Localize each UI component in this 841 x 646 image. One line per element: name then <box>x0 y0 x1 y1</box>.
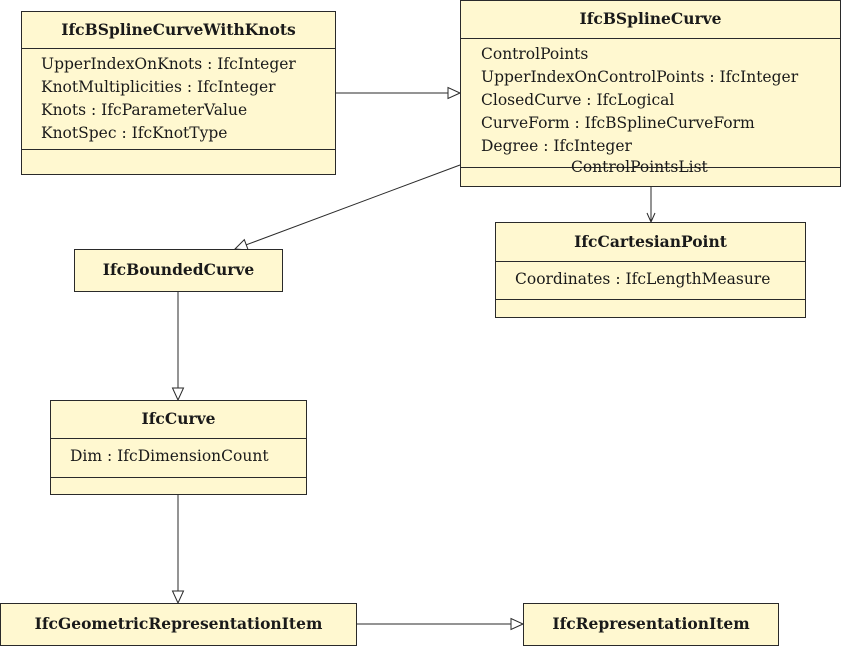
operations-compartment <box>496 299 805 318</box>
class-ifcbsplinecurve[interactable]: IfcBSplineCurve ControlPoints UpperIndex… <box>460 0 841 187</box>
generalization-arrowhead <box>171 590 185 605</box>
class-name: IfcBSplineCurve <box>579 9 722 28</box>
edge-bspline-with-knots-to-bspline-curve <box>336 86 462 100</box>
attribute-list: Dim : IfcDimensionCount <box>51 438 306 477</box>
operations-compartment <box>22 149 335 175</box>
edge-curve-to-geometric-representation-item <box>171 495 185 605</box>
class-name: IfcCartesianPoint <box>574 232 727 251</box>
attribute-list: UpperIndexOnKnots : IfcInteger KnotMulti… <box>22 48 335 149</box>
edge-bounded-curve-to-curve <box>171 292 185 402</box>
attribute: ClosedCurve : IfcLogical <box>481 91 675 109</box>
attribute: Degree : IfcInteger <box>481 137 632 155</box>
class-name: IfcCurve <box>141 409 216 428</box>
attribute: UpperIndexOnControlPoints : IfcInteger <box>481 68 799 86</box>
attribute-list: Coordinates : IfcLengthMeasure <box>496 261 805 299</box>
attribute: Dim : IfcDimensionCount <box>70 447 269 465</box>
class-name: IfcRepresentationItem <box>552 614 750 633</box>
attribute: UpperIndexOnKnots : IfcInteger <box>41 55 296 73</box>
edge-bspline-curve-to-cartesian-point <box>646 187 656 224</box>
association-label-controlpointslist: ControlPointsList <box>571 158 708 176</box>
class-ifcgeometricrepresentationitem[interactable]: IfcGeometricRepresentationItem <box>0 603 357 646</box>
edge-line <box>246 164 461 246</box>
class-name: IfcGeometricRepresentationItem <box>34 614 323 633</box>
operations-compartment <box>461 167 840 187</box>
class-name: IfcBSplineCurveWithKnots <box>61 20 296 39</box>
class-ifcrepresentationitem[interactable]: IfcRepresentationItem <box>523 603 779 646</box>
operations-compartment <box>51 477 306 495</box>
edge-bspline-curve-to-bounded-curve <box>233 164 461 251</box>
attribute: KnotMultiplicities : IfcInteger <box>41 78 276 96</box>
generalization-arrowhead <box>510 617 525 631</box>
attribute: Knots : IfcParameterValue <box>41 101 248 119</box>
generalization-arrowhead <box>447 86 462 100</box>
attribute: KnotSpec : IfcKnotType <box>41 124 228 142</box>
attribute: Coordinates : IfcLengthMeasure <box>515 270 771 288</box>
attribute: ControlPoints <box>481 45 589 63</box>
edge-geometric-representation-item-to-representation-item <box>357 617 525 631</box>
class-ifcboundedcurve[interactable]: IfcBoundedCurve <box>74 249 283 292</box>
class-ifcbsplinecurvewithknots[interactable]: IfcBSplineCurveWithKnots UpperIndexOnKno… <box>21 11 336 175</box>
class-name: IfcBoundedCurve <box>102 260 255 279</box>
attribute: CurveForm : IfcBSplineCurveForm <box>481 114 755 132</box>
generalization-arrowhead <box>171 387 185 402</box>
class-ifccurve[interactable]: IfcCurve Dim : IfcDimensionCount <box>50 400 307 495</box>
class-ifccartesianpoint[interactable]: IfcCartesianPoint Coordinates : IfcLengt… <box>495 222 806 318</box>
attribute-list: ControlPoints UpperIndexOnControlPoints … <box>461 38 840 167</box>
